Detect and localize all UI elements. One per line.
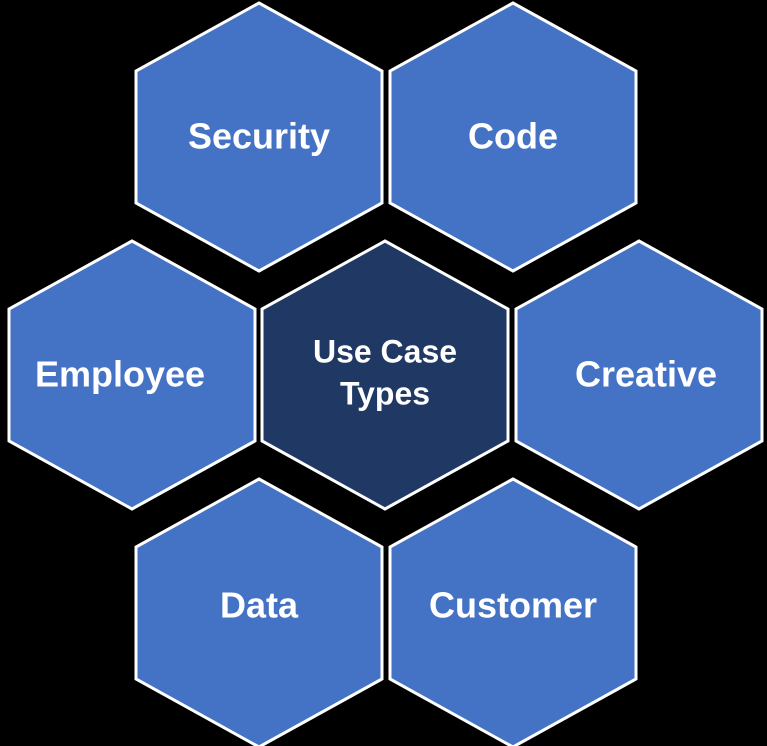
hex-shape-creative[interactable] [514,239,764,511]
hex-shape-data[interactable] [134,477,384,746]
hex-shape-employee[interactable] [7,239,257,511]
hex-shape-customer[interactable] [388,477,638,746]
hex-shape-security[interactable] [134,1,384,273]
hex-shape-center[interactable] [260,239,510,511]
hex-shape-code[interactable] [388,1,638,273]
